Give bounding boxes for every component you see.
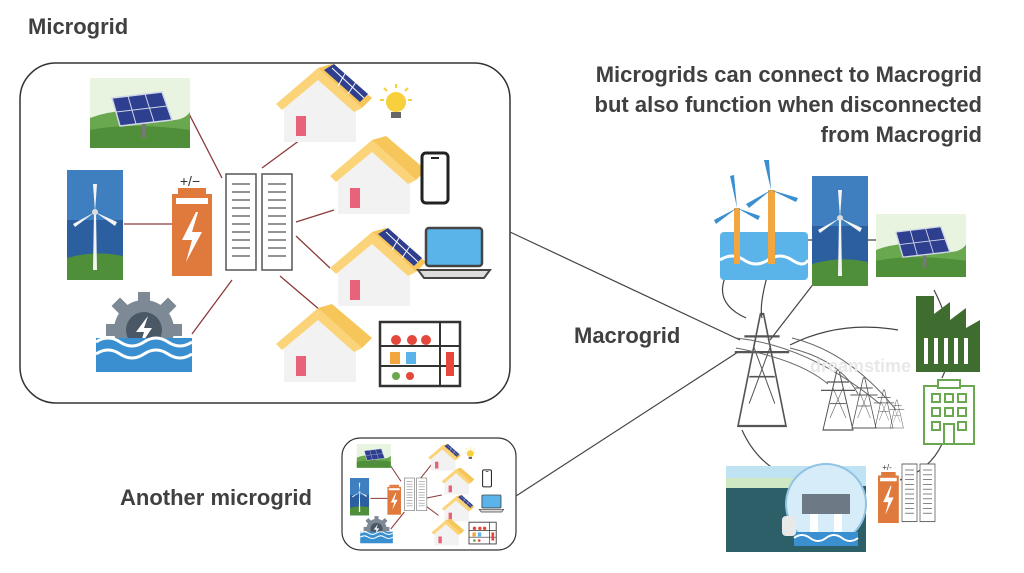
solar-farm-icon — [875, 213, 967, 278]
headline-line-3: from Macrogrid — [820, 122, 982, 147]
hydro-dam-icon — [726, 463, 867, 552]
transmission-towers — [733, 312, 905, 431]
microgrid-title: Microgrid — [28, 14, 129, 39]
phone-icon — [420, 151, 450, 205]
watermark: dreamstime — [810, 356, 911, 376]
battery-sign: +/− — [180, 173, 200, 189]
headline-line-1: Microgrids can connect to Macrogrid — [595, 62, 982, 87]
macrogrid-label: Macrogrid — [574, 323, 681, 348]
headline-line-2: but also function when disconnected — [594, 92, 982, 117]
headline: Microgrids can connect to Macrogrid but … — [522, 60, 982, 150]
battery-sign-small: +/- — [882, 463, 892, 472]
another-microgrid-contents — [350, 443, 505, 546]
factory-icon — [916, 296, 980, 372]
battery-icon — [878, 472, 899, 524]
offshore-wind-icon — [714, 160, 810, 280]
wind-turbine-icon — [67, 170, 123, 280]
microgrid-wiring — [124, 107, 335, 335]
wind-turbine-icon — [812, 176, 868, 286]
controller-racks-icon — [901, 463, 936, 523]
battery-icon — [172, 188, 212, 276]
laptop-icon — [416, 226, 492, 280]
fridge-icon — [378, 320, 462, 388]
office-building-icon — [923, 379, 975, 445]
solar-farm-icon — [89, 77, 191, 149]
another-microgrid-label: Another microgrid — [120, 485, 312, 510]
